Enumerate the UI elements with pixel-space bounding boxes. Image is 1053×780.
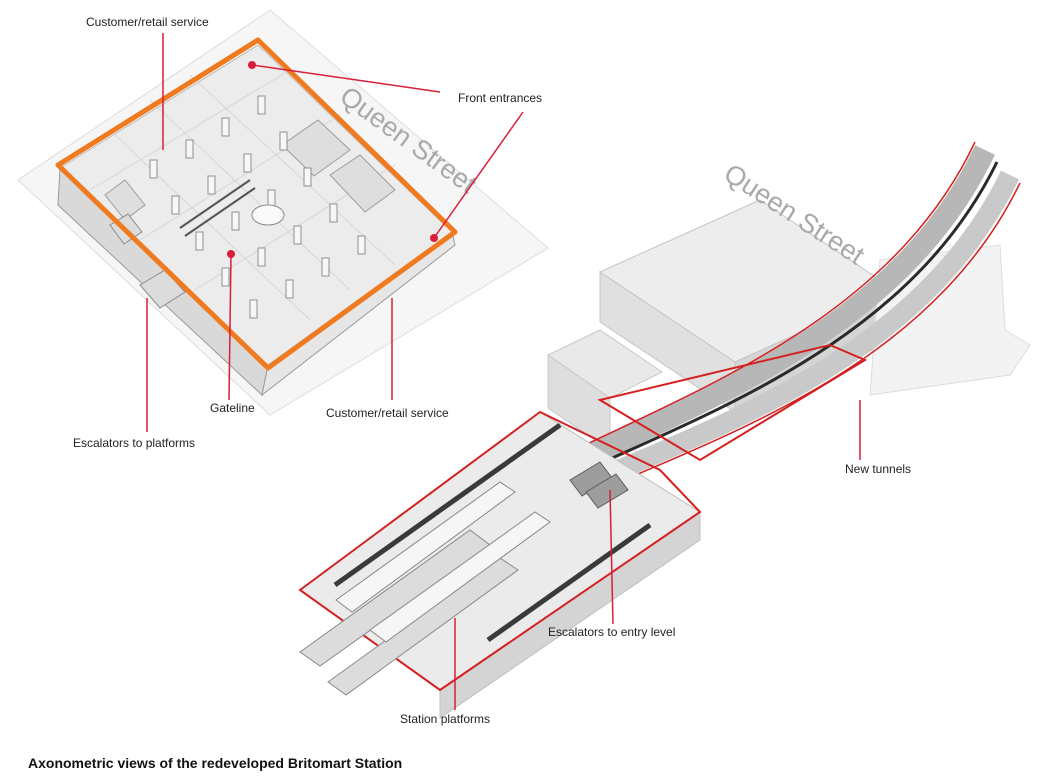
gateline-barriers	[179, 179, 256, 237]
callout-lines	[146, 33, 861, 710]
label-front-entrances: Front entrances	[458, 91, 543, 105]
concourse-outline	[597, 343, 868, 462]
label-gateline: Gateline	[210, 401, 255, 415]
label-customer-retail-top: Customer/retail service	[86, 15, 209, 29]
platform-tracks	[299, 422, 652, 696]
label-new-tunnels: New tunnels	[845, 462, 912, 476]
escalator-banks	[569, 461, 629, 509]
figure-caption: Axonometric views of the redeveloped Bri…	[28, 755, 403, 771]
entry-building-view: Queen Street	[17, 9, 549, 416]
building-outline	[55, 37, 458, 371]
new-tunnels	[549, 141, 1021, 490]
columns	[149, 95, 366, 319]
label-escalators-platforms: Escalators to platforms	[73, 436, 196, 450]
callout-dots	[227, 61, 438, 258]
interior-partitions	[104, 119, 396, 221]
platform-box-outline	[298, 410, 702, 692]
label-station-platforms: Station platforms	[400, 712, 491, 726]
label-escalators-entry: Escalators to entry level	[548, 625, 676, 639]
label-customer-retail-bottom: Customer/retail service	[326, 406, 449, 420]
central-rotunda	[251, 204, 285, 226]
